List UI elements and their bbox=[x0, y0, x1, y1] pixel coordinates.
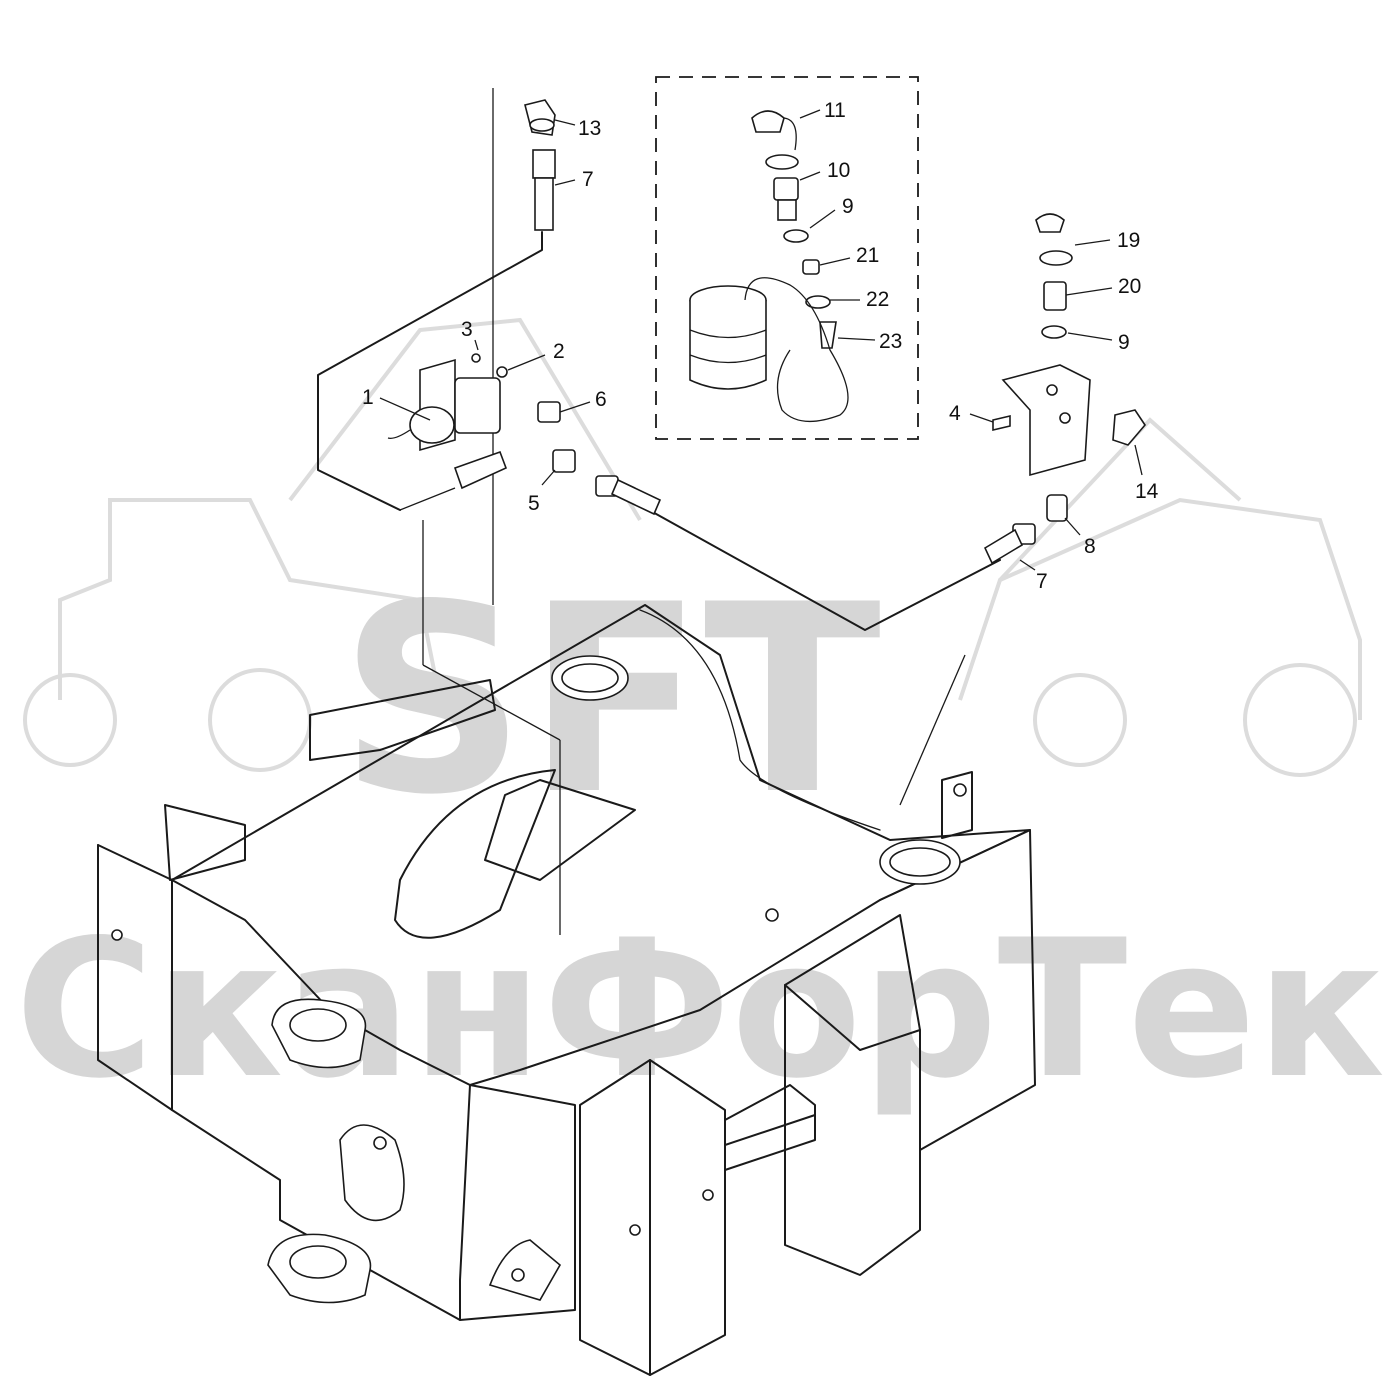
callout-13: 13 bbox=[578, 117, 601, 140]
callout-11: 11 bbox=[824, 99, 846, 122]
hose-left bbox=[399, 450, 508, 511]
callout-7-upper: 7 bbox=[582, 168, 594, 191]
plug-14 bbox=[1112, 409, 1147, 446]
detail-box bbox=[655, 76, 919, 440]
washer-9-right bbox=[1041, 325, 1067, 339]
callout-2: 2 bbox=[553, 340, 565, 363]
bracket-4 bbox=[992, 364, 1091, 477]
canister bbox=[689, 277, 849, 423]
watermark-tractor-left bbox=[23, 317, 642, 772]
callout-10: 10 bbox=[827, 159, 850, 182]
cap-11 bbox=[751, 110, 797, 151]
leader-lines bbox=[379, 109, 1143, 571]
hose-7-upper bbox=[532, 149, 556, 231]
fitting-13 bbox=[524, 99, 556, 136]
clamp-22 bbox=[805, 295, 831, 309]
nipple-21 bbox=[802, 259, 820, 275]
callout-9-right: 9 bbox=[1118, 331, 1130, 354]
oring-10 bbox=[765, 154, 799, 170]
tube-23 bbox=[819, 321, 837, 349]
cap-19 bbox=[1035, 213, 1065, 233]
callout-19: 19 bbox=[1117, 229, 1140, 252]
callout-21: 21 bbox=[856, 244, 879, 267]
callout-8: 8 bbox=[1084, 535, 1096, 558]
adapter-20 bbox=[1043, 281, 1067, 311]
elbow-8 bbox=[1046, 494, 1068, 522]
callout-6: 6 bbox=[595, 388, 607, 411]
fitting-6 bbox=[537, 401, 561, 423]
callout-4: 4 bbox=[949, 402, 961, 425]
callouts: 1 2 3 4 5 6 7 7 8 9 9 10 11 13 14 19 20 … bbox=[362, 99, 1159, 593]
frame-openings bbox=[111, 655, 967, 1304]
watermark: SFT СканФорТек bbox=[15, 317, 1385, 1120]
fitting-5 bbox=[552, 449, 576, 473]
hose-7-right bbox=[983, 523, 1036, 565]
hose-routing bbox=[317, 88, 1001, 935]
pump-assembly bbox=[387, 353, 508, 452]
callout-7-right: 7 bbox=[1036, 570, 1048, 593]
callout-22: 22 bbox=[866, 288, 889, 311]
callout-5: 5 bbox=[528, 492, 540, 515]
callout-9-detail: 9 bbox=[842, 195, 854, 218]
washer-9-detail bbox=[783, 229, 809, 243]
coupling-10 bbox=[773, 177, 799, 221]
hose-center bbox=[595, 475, 662, 516]
watermark-tractor-right bbox=[958, 417, 1362, 777]
callout-1: 1 bbox=[362, 386, 374, 409]
oring-19 bbox=[1039, 250, 1073, 266]
callout-14: 14 bbox=[1135, 480, 1159, 503]
callout-3: 3 bbox=[461, 318, 473, 341]
callout-23: 23 bbox=[879, 330, 902, 353]
callout-20: 20 bbox=[1118, 275, 1141, 298]
